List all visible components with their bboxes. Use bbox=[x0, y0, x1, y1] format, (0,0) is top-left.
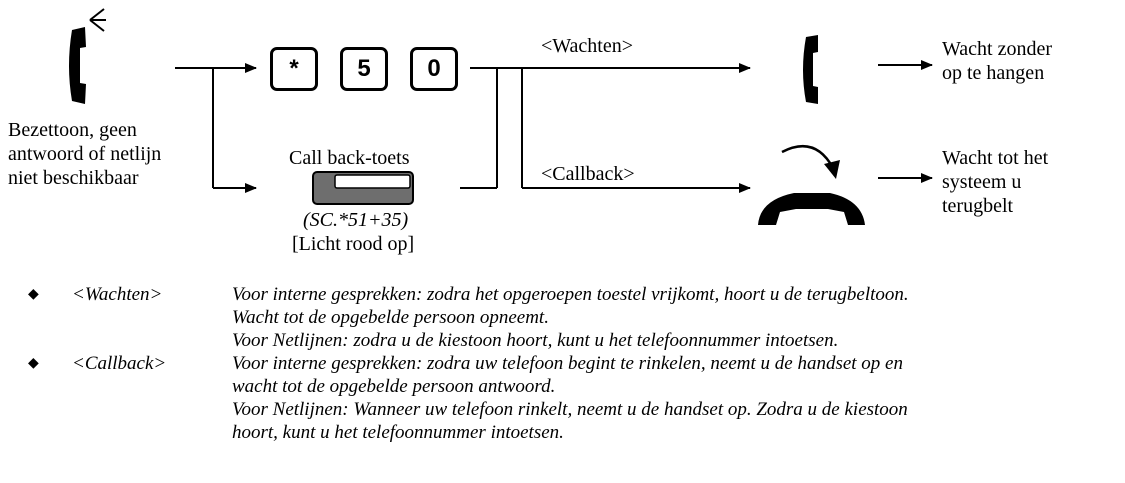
key-0[interactable]: 0 bbox=[410, 47, 458, 91]
note-line: Voor interne gesprekken: zodra uw telefo… bbox=[232, 353, 903, 374]
callback-key-code: (SC.*51+35) bbox=[303, 209, 409, 231]
merge-connector bbox=[460, 67, 523, 189]
wait-result-line: Wacht zonder bbox=[942, 38, 1052, 60]
note-tag: <Callback> bbox=[72, 353, 167, 374]
handset-offhook-icon bbox=[803, 35, 818, 104]
note-line: Wacht tot de opgebelde persoon opneemt. bbox=[232, 307, 549, 328]
callback-result-line: Wacht tot het bbox=[942, 147, 1049, 169]
callback-result-line: terugbelt bbox=[942, 195, 1014, 217]
wait-result-line: op te hangen bbox=[942, 62, 1045, 84]
start-connector bbox=[175, 63, 257, 193]
handset-onhook-icon bbox=[758, 144, 865, 225]
key-5[interactable]: 5 bbox=[340, 47, 388, 91]
branch-label-callback: <Callback> bbox=[541, 163, 635, 185]
note-tag: <Wachten> bbox=[72, 284, 163, 305]
callback-button-icon bbox=[312, 171, 414, 205]
note-line: Voor Netlijnen: zodra u de kiestoon hoor… bbox=[232, 330, 839, 351]
diamond-bullet-icon: ◆ bbox=[28, 356, 39, 371]
start-caption-line: niet beschikbaar bbox=[8, 167, 139, 189]
note-line: Voor Netlijnen: Wanneer uw telefoon rink… bbox=[232, 399, 908, 420]
diamond-bullet-icon: ◆ bbox=[28, 287, 39, 302]
note-line: wacht tot de opgebelde persoon antwoord. bbox=[232, 376, 556, 397]
callback-result-line: systeem u bbox=[942, 171, 1022, 193]
callback-key-indicator: [Licht rood op] bbox=[292, 233, 415, 255]
callback-key-label: Call back-toets bbox=[289, 147, 410, 169]
key-star[interactable]: * bbox=[270, 47, 318, 91]
note-line: Voor interne gesprekken: zodra het opger… bbox=[232, 284, 909, 305]
start-caption-line: antwoord of netlijn bbox=[8, 143, 162, 165]
start-caption-line: Bezettoon, geen bbox=[8, 119, 137, 141]
branch-label-wait: <Wachten> bbox=[541, 35, 634, 57]
note-line: hoort, kunt u het telefoonnummer intoets… bbox=[232, 422, 564, 443]
handset-ringing-icon bbox=[69, 8, 106, 104]
